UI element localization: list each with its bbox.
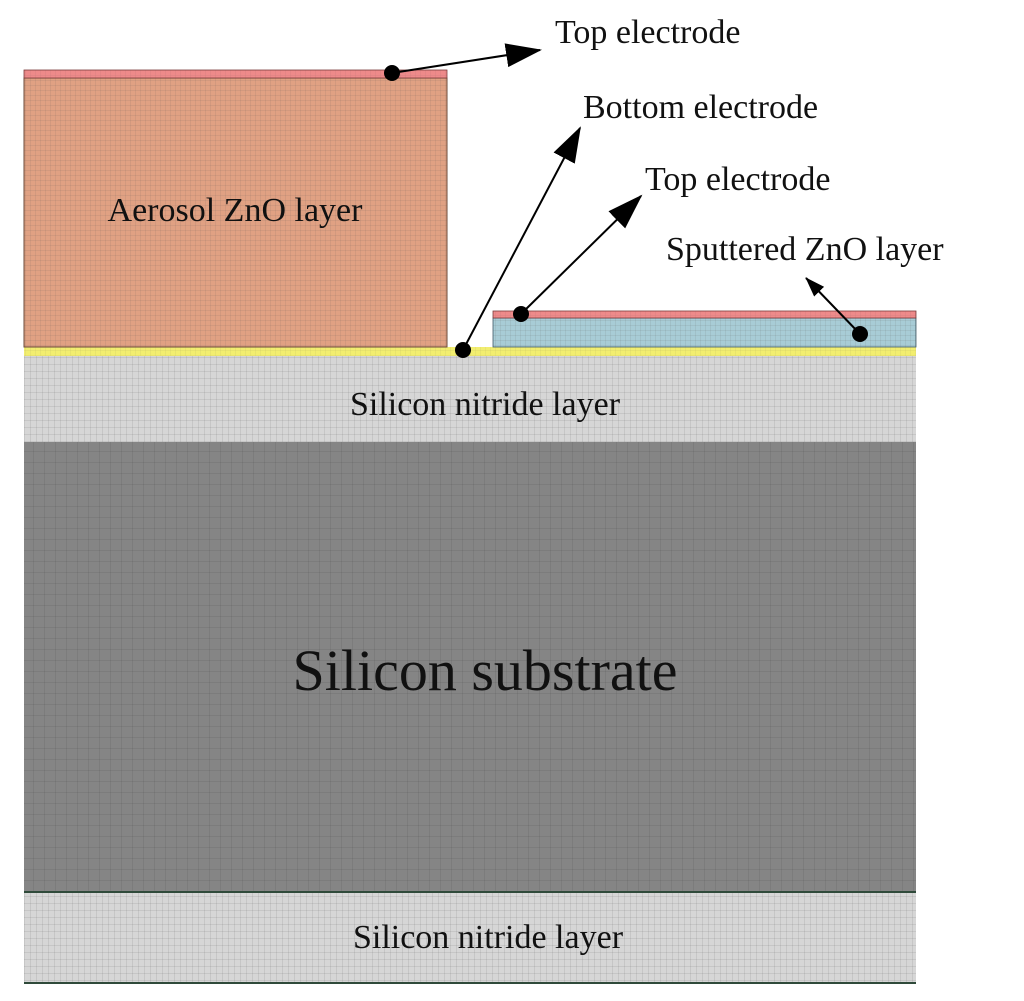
arrow-top-electrode-right xyxy=(520,194,643,315)
label-aerosol-zno: Aerosol ZnO layer xyxy=(108,192,364,229)
anchor-dots xyxy=(384,65,868,358)
label-silicon-nitride-top: Silicon nitride layer xyxy=(350,386,621,423)
label-silicon-nitride-bottom: Silicon nitride layer xyxy=(353,919,624,956)
aerosol-zno-layer xyxy=(23,77,448,348)
dot-top-electrode-left xyxy=(384,65,400,81)
dot-bottom-electrode xyxy=(455,342,471,358)
leader-lines xyxy=(391,43,861,351)
labels: Top electrode Bottom electrode Top elect… xyxy=(108,14,945,956)
top-electrode-left-layer xyxy=(23,69,448,79)
label-top-electrode-left: Top electrode xyxy=(555,14,740,51)
arrow-top-electrode-left xyxy=(391,43,542,74)
label-silicon-substrate: Silicon substrate xyxy=(292,638,677,703)
top-electrode-right-layer xyxy=(492,310,917,319)
label-sputtered-zno: Sputtered ZnO layer xyxy=(666,231,944,268)
sputtered-zno-layer xyxy=(492,317,917,348)
arrow-sputtered-zno xyxy=(805,277,861,335)
dot-top-electrode-right xyxy=(513,306,529,322)
arrow-bottom-electrode xyxy=(462,126,581,351)
label-bottom-electrode: Bottom electrode xyxy=(583,89,818,126)
silicon-nitride-bottom-layer xyxy=(24,893,916,984)
silicon-nitride-top-layer xyxy=(24,356,916,442)
dot-sputtered-zno xyxy=(852,326,868,342)
silicon-substrate-layer xyxy=(24,442,916,893)
label-top-electrode-right: Top electrode xyxy=(645,161,830,198)
